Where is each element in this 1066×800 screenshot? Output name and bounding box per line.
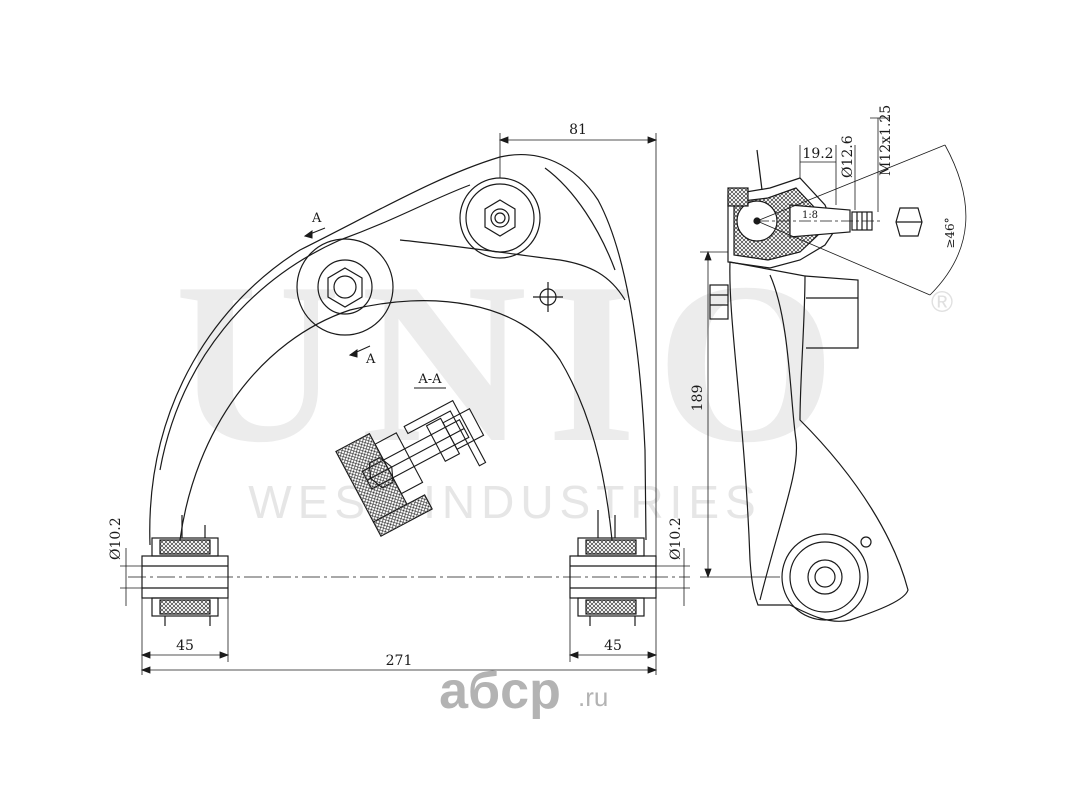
dim-angle: ≥46°	[943, 217, 957, 248]
dim-stud-diameter: Ø12.6	[840, 135, 856, 178]
arm-outline-outer	[149, 154, 647, 546]
dim-taper: 1:8	[802, 210, 818, 221]
site-logo-suffix: .ru	[578, 682, 608, 712]
dim-ball-offset: 19.2	[802, 146, 833, 162]
dim-bushing-right-bore: Ø10.2	[668, 517, 684, 560]
watermark: UNIO WEST INDUSTRIES ®	[175, 235, 953, 528]
site-logo: aбcp .ru	[439, 662, 608, 720]
dim-bushing-left-width: 45	[176, 638, 194, 654]
section-marker-upper: A	[311, 211, 322, 226]
mounting-boss	[296, 238, 394, 336]
ball-joint	[727, 149, 923, 269]
watermark-registered-mark: ®	[931, 286, 953, 319]
dim-height: 189	[690, 385, 706, 412]
arm-outline-inner	[179, 300, 613, 541]
section-marker-lower: A	[365, 352, 376, 367]
dim-overall-width: 271	[386, 653, 413, 669]
arm-rib-upper	[159, 184, 471, 471]
dim-bushing-left-bore: Ø10.2	[108, 517, 124, 560]
arm-rib-lower	[399, 239, 626, 301]
control-arm-side-view	[709, 144, 967, 622]
bushing-right	[569, 510, 657, 626]
site-logo-text: aбcp	[439, 662, 561, 720]
bushing-side	[781, 533, 872, 621]
control-arm-top-view	[128, 154, 690, 626]
section-title: A-A	[417, 372, 442, 387]
arm-rib-right	[544, 167, 616, 271]
section-a-a: A-A	[335, 372, 487, 537]
center-mark	[533, 282, 563, 312]
watermark-subtitle: WEST INDUSTRIES	[248, 476, 761, 528]
bushing-left	[141, 515, 229, 626]
dim-bushing-right-width: 45	[604, 638, 622, 654]
section-markers: A A	[303, 211, 376, 367]
watermark-brand: UNIO	[175, 235, 856, 490]
dim-thread: M12x1.25	[878, 105, 894, 176]
dim-top-width: 81	[569, 122, 587, 138]
arm-side-inner	[759, 274, 798, 601]
dimensions: 81 19.2 Ø12.6 M12x1.25 1:8 ≥46° 189 Ø10.…	[108, 105, 957, 675]
arm-side-body	[729, 261, 909, 622]
